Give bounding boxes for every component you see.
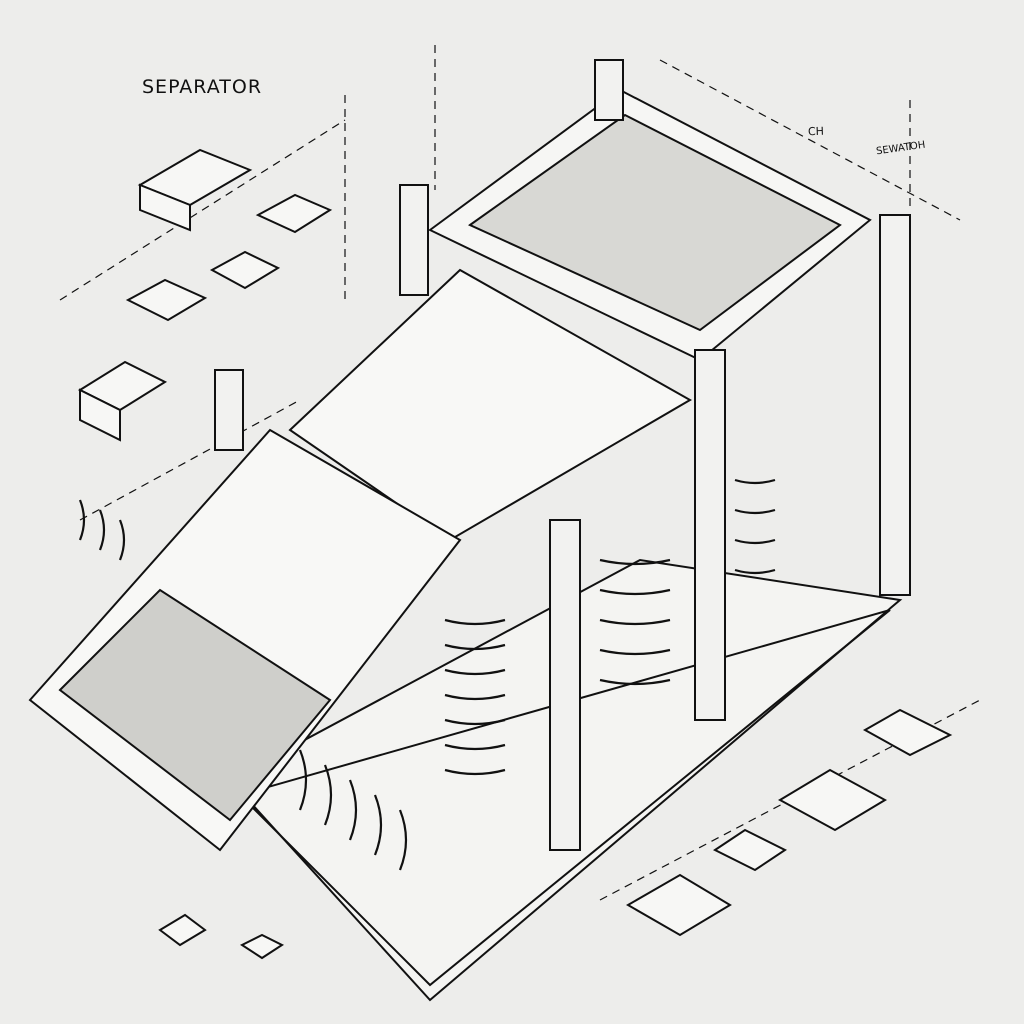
lower-chute xyxy=(28,428,462,852)
posts xyxy=(214,59,911,851)
scattered-bricks xyxy=(77,148,953,960)
separator-title: SEPARATOR xyxy=(142,76,263,98)
hopper xyxy=(428,88,872,362)
springs xyxy=(78,478,776,871)
